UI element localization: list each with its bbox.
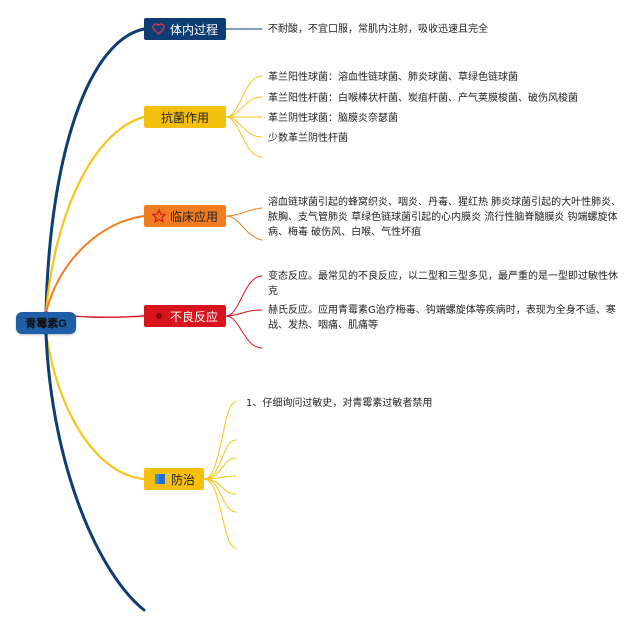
- branch-label-prevention: 防治: [170, 472, 195, 487]
- edge-prevention-leaf-1: [203, 401, 237, 480]
- edge-root-bottom-spine: [44, 332, 146, 612]
- edge-clinical-use-leaf-2: [225, 215, 263, 241]
- leaf-antibacterial-4: 少数革兰阴性杆菌: [268, 133, 348, 144]
- edge-root-antibacterial: [44, 115, 146, 314]
- branch-label-clinical-use: 临床应用: [169, 209, 218, 224]
- root-label: 青霉素G: [25, 318, 67, 330]
- edge-antibacterial-leaf-5: [225, 116, 263, 158]
- edge-prevention-leaf-6: [203, 478, 237, 513]
- red-dot-icon: [152, 309, 166, 323]
- flag-icon: [153, 472, 167, 486]
- leaf-antibacterial-1: 革兰阳性球菌：溶血性链球菌、肺炎球菌、草绿色链球菌: [268, 72, 518, 83]
- branch-node-clinical-use[interactable]: 临床应用: [144, 205, 226, 227]
- edge-antibacterial-leaf-4: [225, 116, 263, 138]
- edge-antibacterial-leaf-2: [225, 96, 263, 118]
- edge-adverse-reaction-leaf-1: [225, 275, 263, 317]
- root-node[interactable]: 青霉素G: [16, 312, 76, 334]
- branch-label-antibacterial: 抗菌作用: [160, 110, 209, 125]
- leaf-prevention-1: 1、仔细询问过敏史，对青霉素过敏者禁用: [246, 398, 433, 409]
- leaf-adverse-reaction-1: 变态反应。最常见的不良反应，以二型和三型多见，最严重的是一型即过敏性休克: [268, 271, 618, 297]
- leaf-antibacterial-2: 革兰阳性杆菌：白喉棒状杆菌、炭疽杆菌、产气荚膜梭菌、破伤风梭菌: [268, 93, 578, 104]
- edge-root-prevention: [44, 332, 146, 481]
- edge-prevention-leaf-7: [203, 478, 237, 549]
- leaf-antibacterial-3: 革兰阴性球菌：脑膜炎奈瑟菌: [268, 113, 398, 124]
- star-outline-icon: [151, 209, 166, 223]
- edge-root-clinical-use: [45, 215, 145, 313]
- branch-label-adverse-reaction: 不良反应: [169, 309, 218, 324]
- branch-label-absorption: 体内过程: [169, 22, 218, 37]
- edge-antibacterial-leaf-1: [225, 75, 263, 118]
- leaf-clinical-use-1: 溶血链球菌引起的蜂窝织炎、咽炎、丹毒、猩红热 肺炎球菌引起的大叶性肺炎、脓胸、支…: [268, 197, 622, 238]
- edge-adverse-reaction-leaf-3: [225, 315, 263, 349]
- edge-clinical-use-leaf-1: [225, 207, 263, 217]
- edge-adverse-reaction-leaf-2: [225, 309, 263, 317]
- edge-prevention-leaf-3: [203, 457, 237, 480]
- leaf-absorption-1: 不耐酸，不宜口服，常肌内注射，吸收迅速且完全: [268, 24, 488, 35]
- branch-node-antibacterial[interactable]: 抗菌作用: [144, 106, 226, 128]
- branch-node-prevention[interactable]: 防治: [144, 468, 204, 490]
- branch-node-adverse-reaction[interactable]: 不良反应: [144, 305, 226, 327]
- edge-prevention-leaf-2: [203, 439, 237, 480]
- branch-node-absorption[interactable]: 体内过程: [144, 18, 226, 40]
- leaf-adverse-reaction-2: 赫氏反应。应用青霉素G治疗梅毒、钩端螺旋体等疾病时，表现为全身不适、寒战、发热、…: [268, 305, 616, 331]
- edge-root-absorption: [44, 27, 146, 314]
- heart-outline-icon: [152, 22, 166, 36]
